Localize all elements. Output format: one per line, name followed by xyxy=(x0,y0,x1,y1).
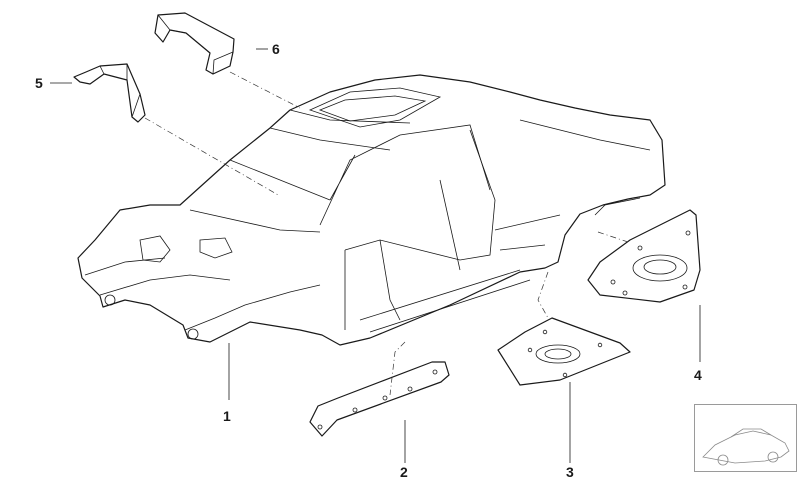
mount-plate-part-3 xyxy=(497,317,631,386)
vehicle-reference-thumbnail xyxy=(694,404,797,472)
bracket-part-5 xyxy=(73,63,146,123)
callout-6: 6 xyxy=(272,41,280,57)
assembly-lines xyxy=(144,71,629,396)
callout-5: 5 xyxy=(35,75,43,91)
callout-4: 4 xyxy=(694,367,702,383)
car-outline-icon xyxy=(702,428,790,466)
reinforcement-plate-part-2 xyxy=(309,361,450,437)
callout-3: 3 xyxy=(566,464,574,480)
callout-1: 1 xyxy=(223,408,231,424)
car-body-shell xyxy=(77,74,666,346)
callout-leaders xyxy=(50,48,701,463)
mount-plate-part-4 xyxy=(587,209,701,303)
callout-2: 2 xyxy=(400,464,408,480)
bracket-part-6 xyxy=(154,12,235,75)
